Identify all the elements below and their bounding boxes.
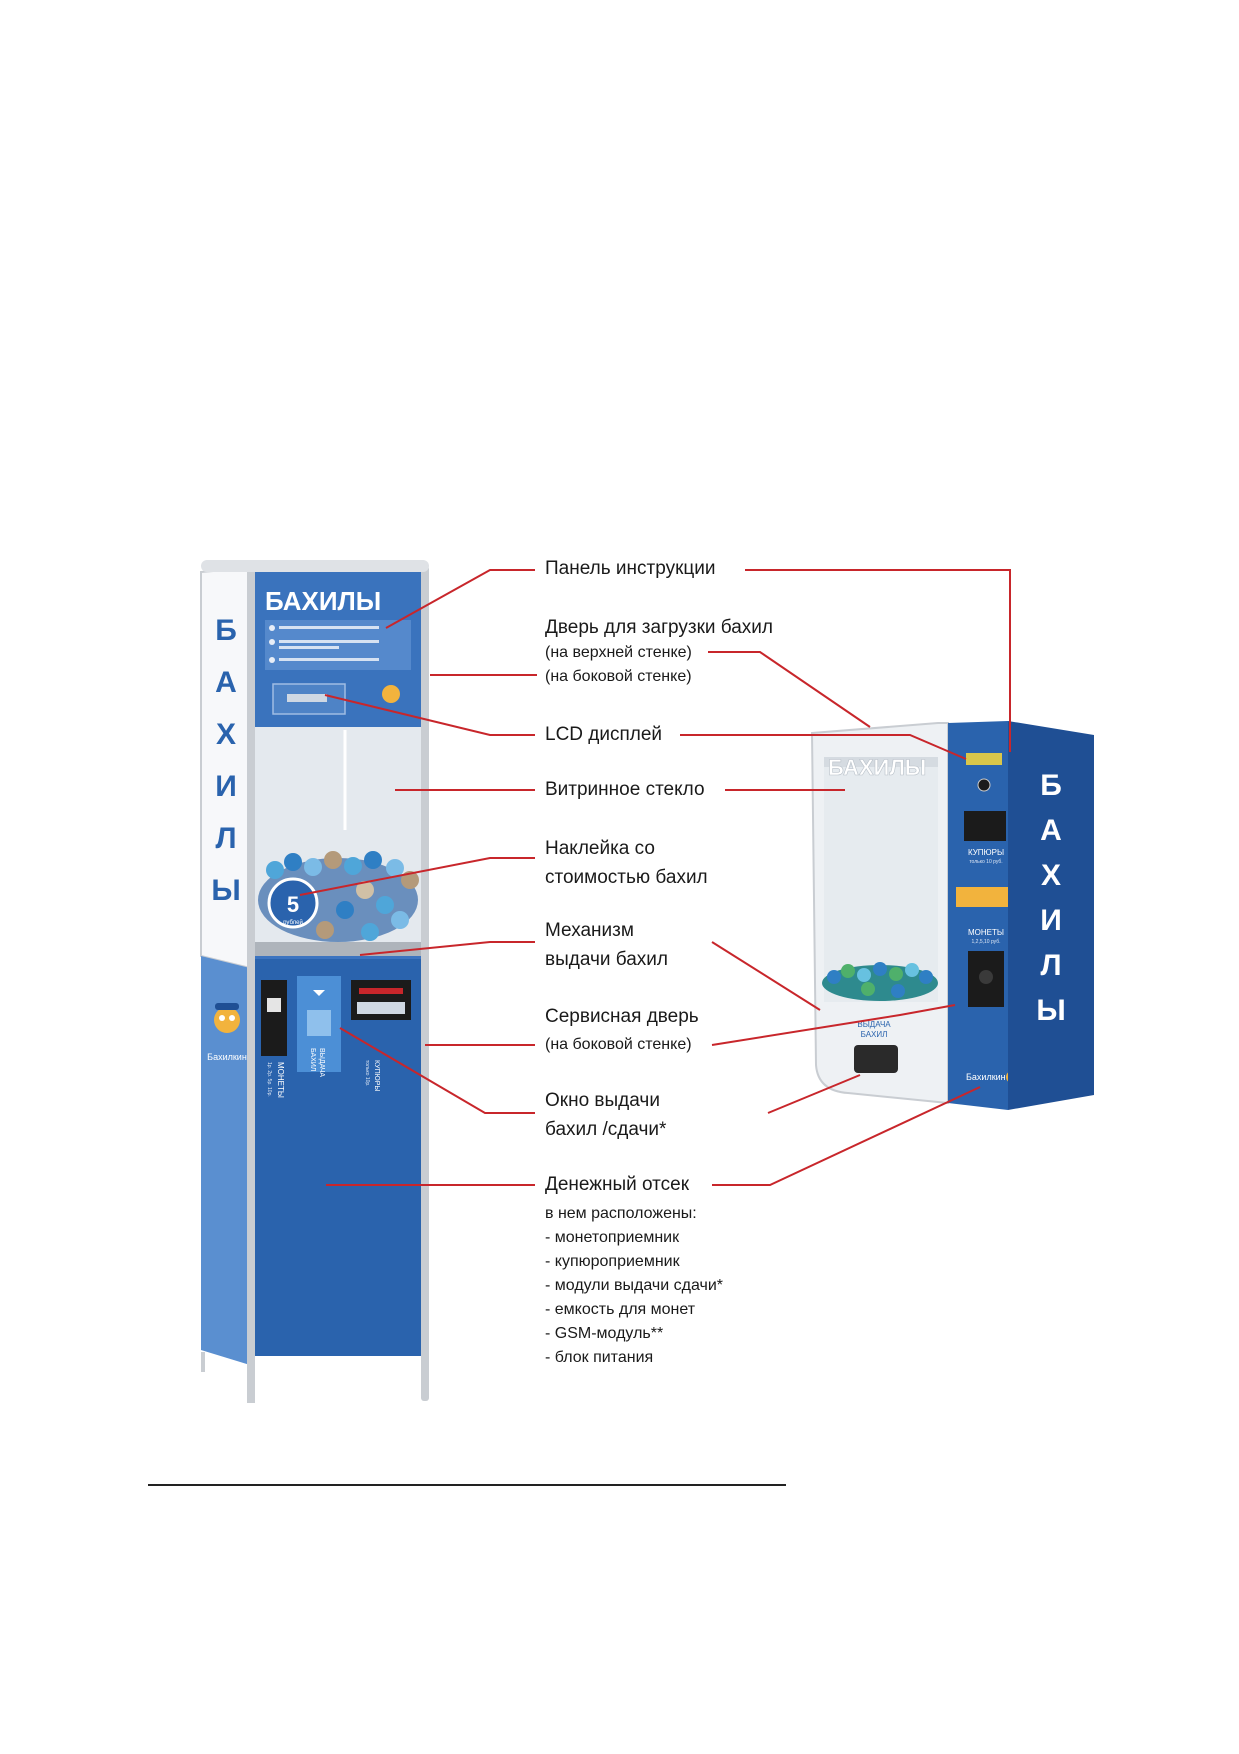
- money-compartment-list: в нем расположены: - монетоприемник - ку…: [545, 1202, 723, 1370]
- label-sticker-2: стоимостью бахил: [545, 867, 708, 888]
- side-letter: Ы: [1036, 994, 1065, 1027]
- side-panel-lower: [201, 956, 250, 1365]
- coins-sub: 1,2,5,10 руб.: [972, 939, 1001, 945]
- dispense-label-2: БАХИЛ: [861, 1030, 888, 1039]
- wall-vending-machine: БАХИЛЫ ВЫДАЧА БАХИЛ КУПЮРЫ только 10 руб…: [810, 721, 1094, 1110]
- label-mechanism-1: Механизм: [545, 920, 634, 941]
- money-item: - монетоприемник: [545, 1229, 680, 1246]
- frame-top: [201, 560, 429, 572]
- price-value: 5: [287, 892, 299, 917]
- label-loading-door-top: (на верхней стенке): [545, 644, 692, 661]
- leader-instruction-panel-right: [745, 569, 1011, 752]
- label-mechanism-2: выдачи бахил: [545, 949, 668, 970]
- side-letter: И: [1040, 904, 1062, 937]
- leader-sticker: [299, 857, 535, 896]
- dispense-label-1: ВЫДАЧА: [318, 1048, 325, 1077]
- money-item: - емкость для монет: [545, 1301, 696, 1318]
- price-unit: рублей: [283, 919, 303, 926]
- front-title: БАХИЛЫ: [828, 755, 926, 780]
- leader-loading-door-top: [708, 651, 871, 728]
- coins-sub: 1р. 2р. 5р. 10р.: [266, 1062, 272, 1097]
- side-letters: Б А Х И Л Ы: [1036, 769, 1065, 1027]
- label-service-door: Сервисная дверь: [545, 1006, 699, 1027]
- label-service-door-side: (на боковой стенке): [545, 1036, 692, 1053]
- side-letter: Л: [215, 822, 236, 855]
- leader-instruction-panel: [385, 569, 535, 629]
- price-sticker: 5 рублей: [267, 877, 319, 929]
- leader-money-right: [712, 1086, 981, 1186]
- leader-window-left: [339, 1027, 535, 1114]
- side-letter: Х: [216, 718, 236, 751]
- side-brand: Бахилкин: [207, 1052, 247, 1062]
- side-letters: Б А Х И Л Ы: [211, 614, 240, 907]
- shoe-covers-balls: [822, 962, 938, 1001]
- label-money-compartment: Денежный отсек: [545, 1174, 690, 1195]
- lock-icon: [977, 778, 991, 792]
- leader-service-door-right: [711, 1004, 956, 1046]
- label-window-2: бахил /сдачи*: [545, 1119, 667, 1140]
- dispense-window[interactable]: [854, 1045, 898, 1073]
- bills-sub: только 10 руб.: [969, 859, 1002, 865]
- lcd-display: [966, 753, 1002, 765]
- label-loading-door: Дверь для загрузки бахил: [545, 617, 773, 638]
- front-brand: Бахилкин: [966, 1072, 1006, 1082]
- money-intro: в нем расположены:: [545, 1205, 697, 1222]
- side-letter: Л: [1040, 949, 1061, 982]
- leader-mechanism-left: [359, 941, 535, 956]
- label-window-1: Окно выдачи: [545, 1090, 660, 1111]
- bill-acceptor: [964, 811, 1006, 841]
- showcase-glass: [824, 757, 938, 1002]
- frame-pole-left: [247, 566, 255, 1401]
- leader-mechanism-right: [711, 941, 821, 1011]
- money-item: - блок питания: [545, 1349, 654, 1366]
- bills-label: КУПЮРЫ: [373, 1060, 380, 1092]
- side-blue-panel: [1008, 721, 1094, 1110]
- dispense-window[interactable]: [307, 1010, 331, 1036]
- bills-label: КУПЮРЫ: [968, 848, 1004, 857]
- mascot-icon: [382, 685, 400, 703]
- mascot-icon: [214, 1003, 240, 1033]
- frame-pole-right: [421, 566, 429, 1401]
- notice-sticker: [956, 887, 1008, 907]
- label-glass: Витринное стекло: [545, 779, 705, 800]
- label-sticker-1: Наклейка со: [545, 838, 655, 859]
- side-letter: И: [215, 770, 237, 803]
- coin-acceptor: [261, 980, 287, 1056]
- leader-window-right: [767, 1074, 861, 1114]
- money-item: - купюроприемник: [545, 1253, 680, 1270]
- money-item: - GSM-модуль**: [545, 1325, 664, 1342]
- dispense-label-2: БАХИЛ: [309, 1048, 316, 1072]
- dispense-label-1: ВЫДАЧА: [857, 1020, 891, 1029]
- side-letter: Б: [1040, 769, 1062, 802]
- leader-lcd-right: [680, 734, 967, 760]
- side-letter: Ы: [211, 874, 240, 907]
- bills-sub: только 10р.: [364, 1060, 370, 1087]
- money-item: - модули выдачи сдачи*: [545, 1277, 724, 1294]
- side-letter: Х: [1041, 859, 1061, 892]
- footnote-separator: [148, 1484, 786, 1486]
- front-title: БАХИЛЫ: [265, 586, 381, 616]
- side-letter: Б: [215, 614, 237, 647]
- leader-lcd-left: [324, 694, 535, 736]
- label-loading-door-side: (на боковой стенке): [545, 668, 692, 685]
- coins-label: МОНЕТЫ: [968, 928, 1004, 937]
- coins-label: МОНЕТЫ: [276, 1062, 285, 1098]
- label-lcd: LCD дисплей: [545, 724, 663, 745]
- floor-vending-machine: Б А Х И Л Ы Бахилкин БАХИЛЫ: [200, 560, 429, 1403]
- side-letter: А: [215, 666, 237, 699]
- side-letter: А: [1040, 814, 1062, 847]
- label-instruction-panel: Панель инструкции: [545, 558, 716, 579]
